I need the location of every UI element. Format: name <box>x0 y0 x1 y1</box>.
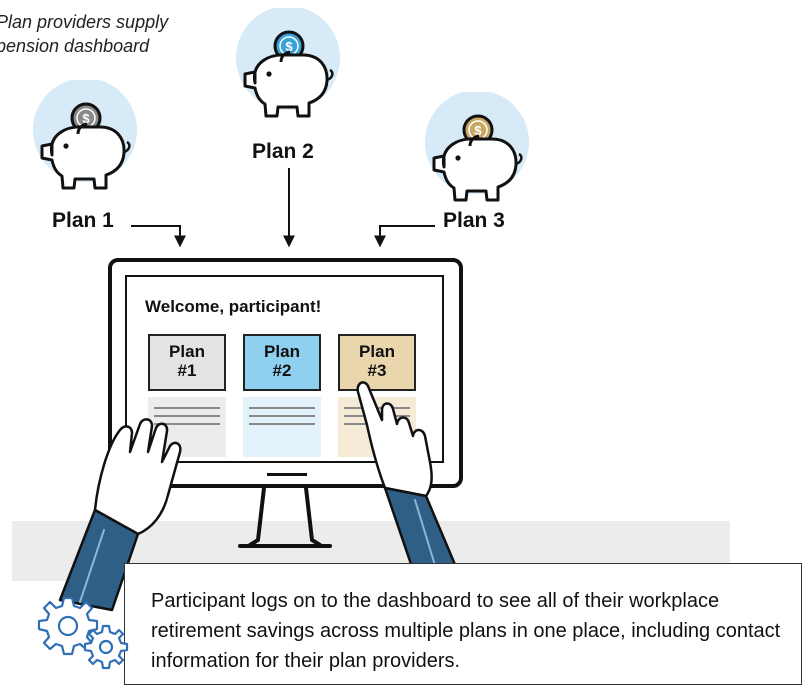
piggy-bank-icon-plan-2: $ <box>236 8 340 118</box>
piggy-bank-icon-plan-1: $ <box>33 80 137 190</box>
coin-symbol: $ <box>474 123 482 138</box>
piggy-bank-icon-plan-3: $ <box>425 92 529 202</box>
plan-1-label: Plan 1 <box>52 209 114 232</box>
welcome-message: Welcome, participant! <box>145 297 322 316</box>
plan-1-tile[interactable]: Plan #1 <box>148 334 226 391</box>
tile-label-line1: Plan <box>169 342 205 361</box>
arrow-plan-1 <box>131 225 186 248</box>
coin-symbol: $ <box>285 39 293 54</box>
description-text: Participant logs on to the dashboard to … <box>151 590 781 672</box>
coin-symbol: $ <box>82 111 90 126</box>
tile-label-line1: Plan <box>264 342 300 361</box>
plan-3-label: Plan 3 <box>443 209 505 232</box>
tile-label-line2: #2 <box>272 361 292 380</box>
left-hand-icon <box>58 418 182 612</box>
dashboard-screen: Welcome, participant! Plan #1 Plan #2 Pl… <box>125 275 444 463</box>
plan-2-tile[interactable]: Plan #2 <box>243 334 321 391</box>
tile-label-line2: #3 <box>367 361 387 380</box>
description-box <box>124 563 802 685</box>
tile-label-line2: #1 <box>177 361 197 380</box>
arrow-plan-3 <box>374 225 435 248</box>
plan-2-details-column <box>243 397 321 457</box>
diagram-caption: Plan providers supply pension dashboard <box>0 12 169 56</box>
plan-2-label: Plan 2 <box>252 140 314 163</box>
monitor-chin-line <box>267 473 307 476</box>
tile-label-line1: Plan <box>359 342 395 361</box>
plan-3-tile[interactable]: Plan #3 <box>338 334 416 391</box>
monitor-stand <box>248 486 322 547</box>
